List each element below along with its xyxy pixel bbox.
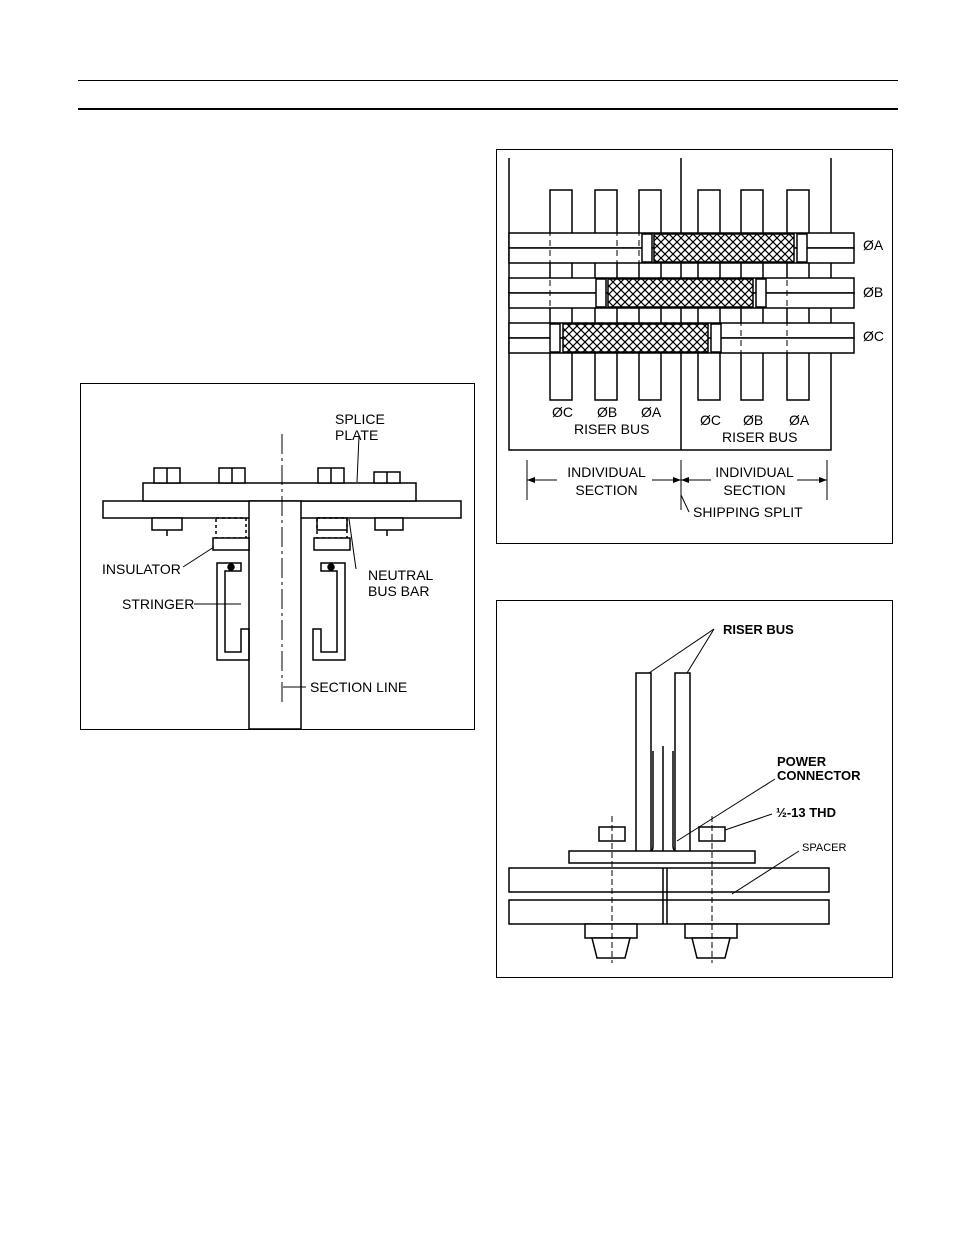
shipping-split-label: SHIPPING SPLIT bbox=[693, 504, 803, 520]
individual-section-right-line2: SECTION bbox=[723, 482, 786, 498]
phase-b-label: ØB bbox=[863, 284, 884, 300]
riser-bus-splice-drawing bbox=[508, 158, 855, 513]
neutral-bus-bar-label-line2: BUS BAR bbox=[368, 583, 430, 599]
riser-right-phase-a: ØA bbox=[789, 412, 810, 428]
header-rule-top bbox=[78, 80, 898, 81]
spacer-label: SPACER bbox=[802, 842, 847, 854]
power-connector-label-line1: POWER bbox=[777, 754, 827, 769]
riser-left-phase-a: ØA bbox=[641, 404, 662, 420]
individual-section-left-line1: INDIVIDUAL bbox=[567, 464, 646, 480]
riser-right-phase-c: ØC bbox=[700, 412, 721, 428]
thread-label: ½-13 THD bbox=[776, 805, 836, 820]
power-connector-figure: RISER BUS POWER CONNECTOR ½-13 THD SPACE… bbox=[496, 600, 893, 978]
neutral-bus-bar-label-line1: NEUTRAL bbox=[368, 567, 434, 583]
splice-plate-label-line2: PLATE bbox=[335, 427, 379, 443]
phase-c-label: ØC bbox=[863, 328, 884, 344]
section-line-label: SECTION LINE bbox=[310, 679, 408, 695]
power-connector-label-line2: CONNECTOR bbox=[777, 768, 861, 783]
stringer-label: STRINGER bbox=[122, 596, 195, 612]
phase-a-label: ØA bbox=[863, 237, 884, 253]
riser-left-phase-c: ØC bbox=[552, 404, 573, 420]
splice-plate-label-line1: SPLICE bbox=[335, 411, 385, 427]
riser-bus-label-left: RISER BUS bbox=[574, 421, 650, 437]
header-rule-bottom bbox=[78, 108, 898, 110]
neutral-bus-splice-figure: SPLICE PLATE INSULATOR NEUTRAL BUS BAR S… bbox=[80, 383, 475, 730]
riser-bus-label-right: RISER BUS bbox=[722, 429, 798, 445]
insulator-label: INSULATOR bbox=[102, 561, 181, 577]
riser-bus-label: RISER BUS bbox=[723, 622, 794, 637]
individual-section-right-line1: INDIVIDUAL bbox=[715, 464, 794, 480]
riser-right-phase-b: ØB bbox=[743, 412, 764, 428]
power-connector-drawing bbox=[508, 628, 830, 963]
neutral-bus-splice-drawing bbox=[102, 434, 462, 729]
riser-bus-splice-figure: ØA ØB ØC ØC ØB ØA ØC ØB ØA RISER BUS RIS… bbox=[496, 149, 893, 544]
individual-section-left-line2: SECTION bbox=[575, 482, 638, 498]
riser-left-phase-b: ØB bbox=[597, 404, 618, 420]
